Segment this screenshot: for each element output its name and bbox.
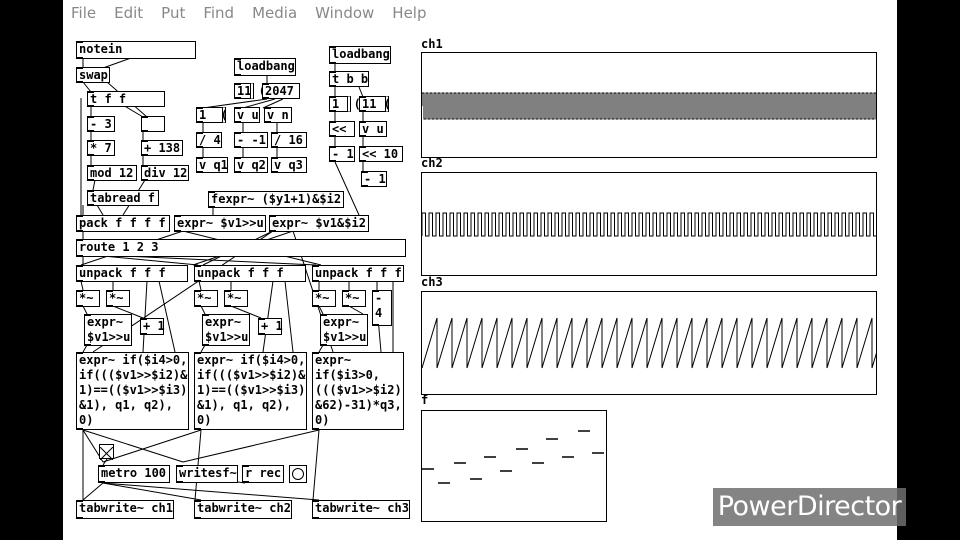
writesf-object[interactable]: writesf~ xyxy=(176,465,238,483)
minus-neg1-object[interactable]: - -1 xyxy=(234,132,268,148)
v-u-object-2[interactable]: v u xyxy=(359,121,387,137)
metro-object[interactable]: metro 100 xyxy=(98,465,170,483)
number-2047[interactable]: 2047 xyxy=(262,83,300,99)
expr-shift-object-1[interactable]: expr~ $v1>>u xyxy=(84,314,132,346)
menu-bar: File Edit Put Find Media Window Help xyxy=(63,0,897,26)
minus-3-object[interactable]: - 3 xyxy=(87,116,115,132)
expr-and-object[interactable]: expr~ $v1&$i2 xyxy=(269,215,369,232)
pack-object[interactable]: pack f f f f xyxy=(76,215,170,232)
mult-object-3b[interactable]: *~ xyxy=(342,290,366,307)
loadbang-object-1[interactable]: loadbang xyxy=(234,58,296,76)
v-u-object[interactable]: v u xyxy=(234,107,260,123)
array-graph-ch3[interactable] xyxy=(421,291,888,395)
message-1-a[interactable]: 1 ( xyxy=(196,107,228,123)
plus-1-object-1[interactable]: + 1 xyxy=(140,318,165,335)
v-q1-object[interactable]: v q1 xyxy=(196,157,228,173)
waveform-ch1 xyxy=(421,92,878,120)
mult-object-2b[interactable]: *~ xyxy=(224,290,248,307)
tabwrite-ch1-object[interactable]: tabwrite~ ch1 xyxy=(76,500,174,519)
array-graph-ch2[interactable] xyxy=(421,172,877,276)
expr-select-object-1[interactable]: expr~ if($i4>0, if((($v1>>$i2)& 1)==(($v… xyxy=(76,352,189,430)
minus-1-object[interactable]: - 1 xyxy=(329,146,355,162)
metro-toggle[interactable] xyxy=(99,444,114,461)
menu-find[interactable]: Find xyxy=(203,4,235,22)
graph-label-f: f xyxy=(421,393,429,407)
mult-object-3a[interactable]: *~ xyxy=(312,290,336,307)
mult-object-2a[interactable]: *~ xyxy=(194,290,218,307)
trigger-bang-object[interactable]: t b b xyxy=(329,71,369,87)
v-q2-object[interactable]: v q2 xyxy=(234,157,268,173)
swap-object[interactable]: swap xyxy=(76,67,110,83)
minus-4-object[interactable]: - 4 xyxy=(372,290,392,326)
expr-select-object-2[interactable]: expr~ if($i4>0, if((($v1>>$i2)& 1)==(($v… xyxy=(194,352,307,430)
menu-edit[interactable]: Edit xyxy=(114,4,144,22)
pd-patch-canvas[interactable]: File Edit Put Find Media Window Help xyxy=(63,0,897,540)
tabwrite-ch3-object[interactable]: tabwrite~ ch3 xyxy=(312,500,410,519)
waveform-ch3 xyxy=(421,317,888,369)
toggle-x-icon xyxy=(99,446,114,461)
graph-label-ch3: ch3 xyxy=(421,275,443,289)
v-q3-object[interactable]: v q3 xyxy=(271,157,307,173)
div-12-object[interactable]: div 12 xyxy=(141,165,189,181)
div-16-object[interactable]: / 16 xyxy=(271,132,307,148)
expr-shift-object[interactable]: expr~ $v1>>u xyxy=(174,215,266,232)
menu-file[interactable]: File xyxy=(71,4,97,22)
step-plot-f xyxy=(422,430,604,484)
mult-object-1a[interactable]: *~ xyxy=(76,290,100,307)
tabwrite-ch2-object[interactable]: tabwrite~ ch2 xyxy=(194,500,292,519)
menu-window[interactable]: Window xyxy=(315,4,375,22)
graph-label-ch2: ch2 xyxy=(421,156,443,170)
message-11-a[interactable]: 11 ( xyxy=(234,83,266,99)
shift-left-object[interactable]: << xyxy=(329,121,355,137)
patch-cords xyxy=(80,57,394,501)
mod-12-object[interactable]: mod 12 xyxy=(87,165,137,181)
number-box[interactable] xyxy=(141,116,165,132)
v-n-object[interactable]: v n xyxy=(264,107,292,123)
fexpr-object[interactable]: fexpr~ ($y1+1)&$i2 xyxy=(208,191,344,208)
shift-left-10-object[interactable]: << 10 xyxy=(359,146,403,162)
menu-media[interactable]: Media xyxy=(252,4,298,22)
expr-shift-object-2[interactable]: expr~ $v1>>u xyxy=(202,314,250,346)
div-4-object[interactable]: / 4 xyxy=(196,132,222,148)
tabread-object[interactable]: tabread f xyxy=(87,190,159,206)
bang-circle-icon xyxy=(292,468,304,480)
message-1-b[interactable]: 1 ( xyxy=(329,96,361,112)
plus-1-object-2[interactable]: + 1 xyxy=(258,318,283,335)
minus-1-object-2[interactable]: - 1 xyxy=(361,171,387,187)
loadbang-object-2[interactable]: loadbang xyxy=(329,46,391,64)
times-7-object[interactable]: * 7 xyxy=(87,140,115,156)
powerdirector-watermark: PowerDirector xyxy=(713,488,906,526)
graph-label-ch1: ch1 xyxy=(421,37,443,51)
unpack-object-2[interactable]: unpack f f f xyxy=(194,265,306,282)
menu-help[interactable]: Help xyxy=(392,4,427,22)
plus-138-object[interactable]: + 138 xyxy=(141,140,183,156)
expr-sawtooth-object[interactable]: expr~ if($i3>0, ((($v1>>$i2) &62)-31)*q3… xyxy=(312,352,404,430)
record-bang[interactable] xyxy=(289,465,307,483)
notein-object[interactable]: notein xyxy=(76,41,196,59)
array-graph-ch1[interactable] xyxy=(421,52,878,158)
receive-rec-object[interactable]: r rec xyxy=(242,465,284,483)
menu-put[interactable]: Put xyxy=(161,4,186,22)
waveform-ch2 xyxy=(421,212,877,237)
message-11-b[interactable]: 11 ( xyxy=(359,96,391,112)
array-graph-f[interactable] xyxy=(421,410,607,522)
trigger-object[interactable]: t f f xyxy=(87,91,165,107)
route-object[interactable]: route 1 2 3 xyxy=(76,239,406,257)
expr-shift-object-3[interactable]: expr~ $v1>>u xyxy=(320,314,368,346)
mult-object-1b[interactable]: *~ xyxy=(106,290,130,307)
unpack-object-3[interactable]: unpack f f f xyxy=(312,265,404,282)
unpack-object-1[interactable]: unpack f f f xyxy=(76,265,188,282)
